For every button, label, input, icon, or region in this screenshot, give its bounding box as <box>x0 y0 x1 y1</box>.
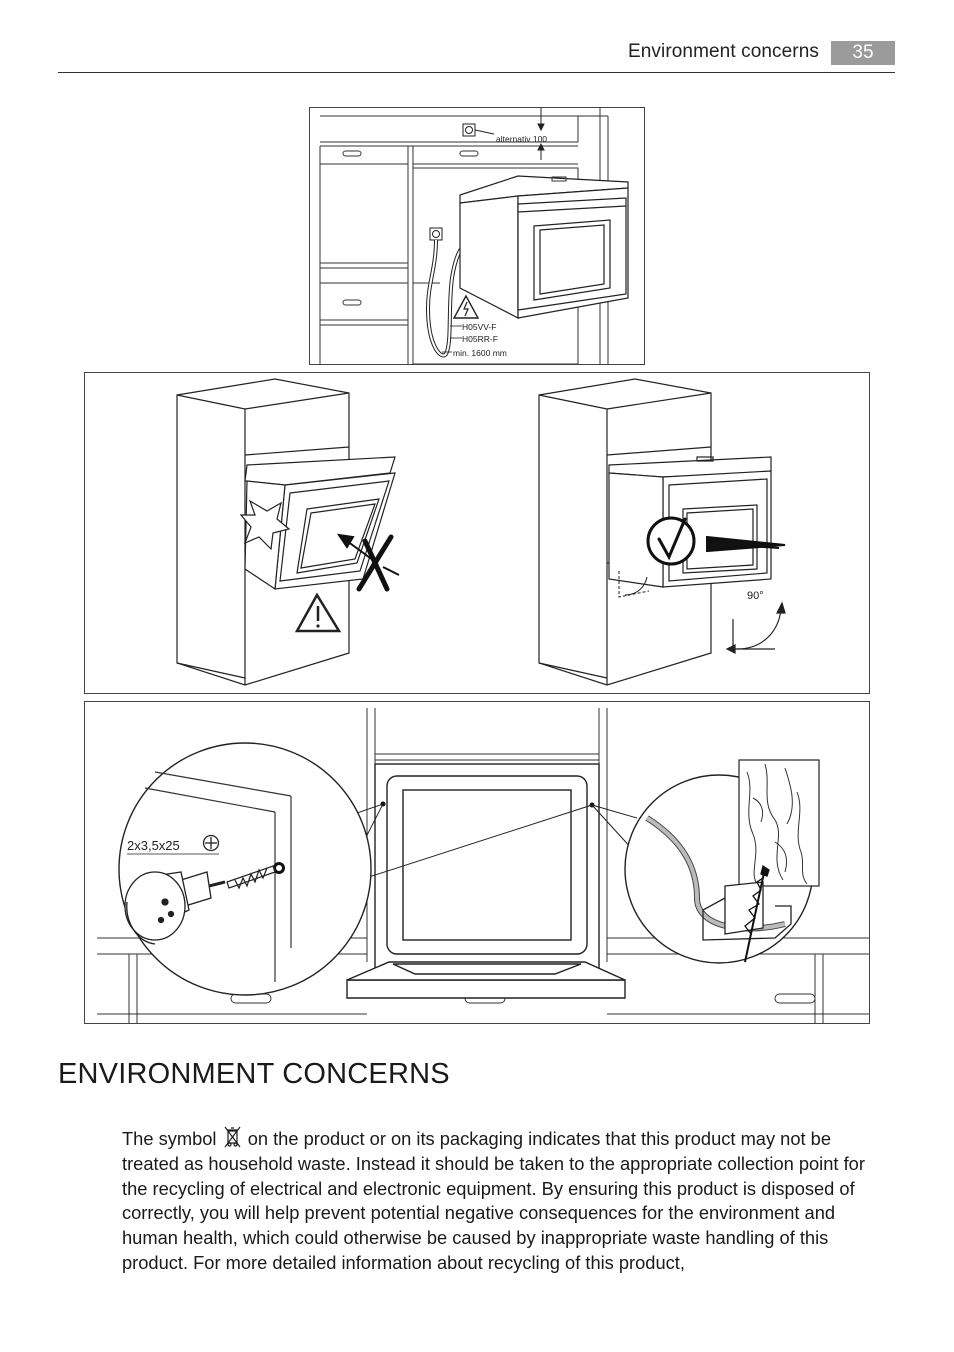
oven-insertion-illustration: 90° <box>176 378 786 686</box>
screw-spec: 2x3,5x25 <box>127 838 180 853</box>
checkmark-circle-icon <box>646 516 696 566</box>
page-number: 35 <box>831 41 895 65</box>
paragraph-lead: The symbol <box>122 1128 217 1149</box>
top-socket-icon <box>462 123 495 137</box>
installation-figure-middle: 90° <box>84 372 870 694</box>
bracket-screw-icon <box>744 864 770 963</box>
alternativ-label: alternativ 100 <box>496 134 547 144</box>
cross-head-screw-icon <box>202 834 220 852</box>
warning-triangle-icon <box>294 592 342 633</box>
environment-paragraph: The symbol on the product or on its pack… <box>122 1126 882 1276</box>
installation-figure-bottom: 2x3,5x25 <box>84 701 870 1024</box>
page-header: Environment concerns 35 <box>58 38 895 73</box>
header-title: Environment concerns <box>627 41 819 62</box>
wall-socket-icon <box>429 227 443 241</box>
drill-icon <box>124 871 226 945</box>
push-arrow-icon <box>706 535 786 553</box>
oven-screw-fixing-illustration: 2x3,5x25 <box>97 708 869 1023</box>
cable-length: min. 1600 mm <box>453 348 507 358</box>
cross-mark-icon <box>356 534 394 592</box>
cable-type-2: H05RR-F <box>462 334 498 344</box>
installation-figure-top: alternativ 100 <box>309 107 645 365</box>
cable-type-1: H05VV-F <box>462 322 497 332</box>
oven-straight <box>608 456 772 588</box>
impact-burst-icon <box>239 499 291 551</box>
screw-icon <box>226 865 276 890</box>
crossed-out-wheelie-bin-icon <box>224 1126 241 1148</box>
cabinet-oven-connection-illustration: alternativ 100 <box>319 108 629 364</box>
electric-warning-icon <box>452 294 480 319</box>
drill-detail-circle: 2x3,5x25 <box>118 742 372 996</box>
oven-front <box>346 763 626 999</box>
paragraph-body: on the product or on its packaging indic… <box>122 1128 865 1273</box>
bracket-detail-circle <box>624 759 820 964</box>
angle-label: 90° <box>747 590 764 602</box>
right-angle-icon <box>725 601 786 654</box>
section-title: ENVIRONMENT CONCERNS <box>58 1058 450 1090</box>
